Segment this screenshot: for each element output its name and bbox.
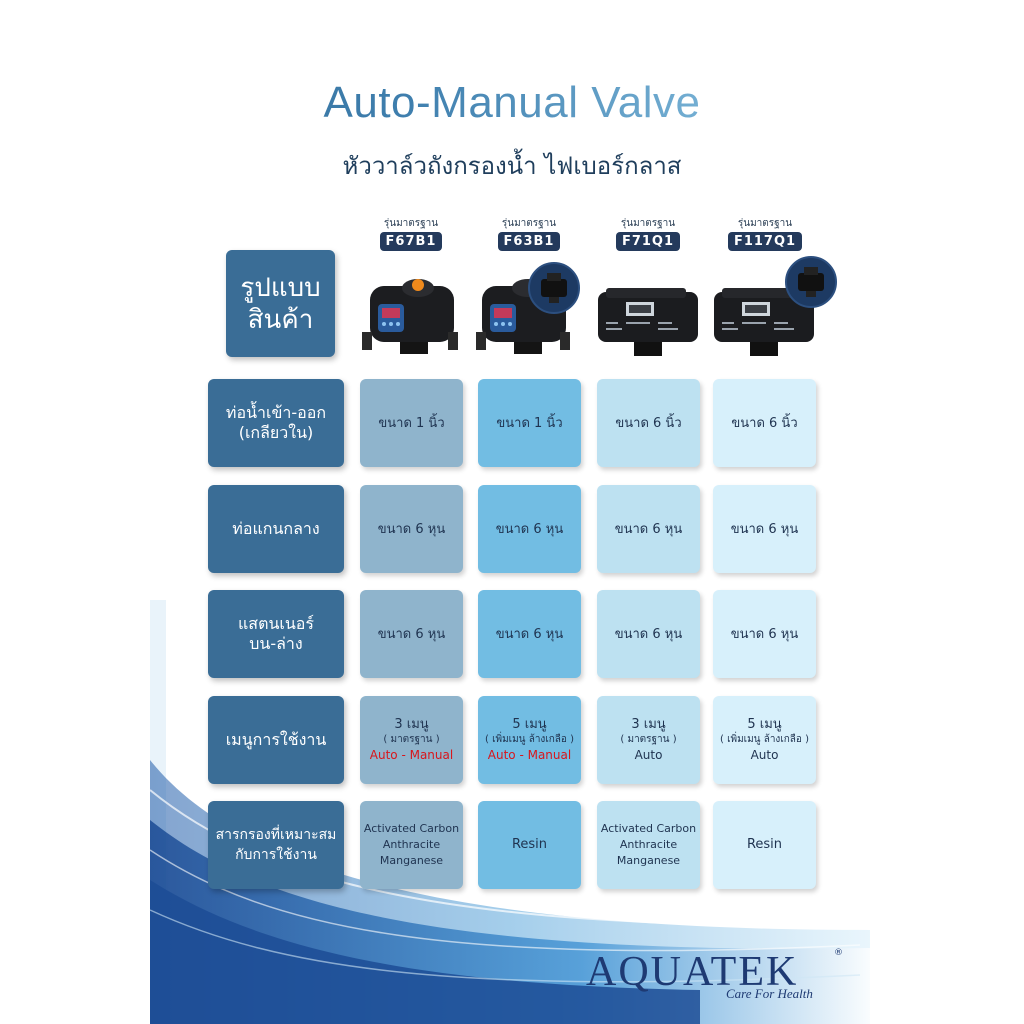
- table-cell: 5 เมนู ( เพิ่มเมนู ล้างเกลือ ) Auto: [713, 696, 816, 784]
- menu-count: 5 เมนู: [512, 717, 547, 732]
- row-label-center-pipe: ท่อแกนกลาง: [208, 485, 344, 573]
- table-cell: 3 เมนู ( มาตรฐาน ) Auto - Manual: [360, 696, 463, 784]
- brand-logo: AQUATEK: [586, 949, 799, 995]
- table-cell: ขนาด 6 หุน: [713, 590, 816, 678]
- table-cell: ขนาด 6 หุน: [478, 485, 581, 573]
- table-cell: Resin: [478, 801, 581, 889]
- valve-device-image: [598, 288, 698, 356]
- cell-value: ขนาด 6 หุน: [495, 521, 564, 537]
- cell-value: ขนาด 6 หุน: [377, 626, 446, 642]
- table-cell: ขนาด 6 หุน: [597, 485, 700, 573]
- cell-value: ขนาด 6 นิ้ว: [615, 415, 682, 431]
- menu-mode: Auto - Manual: [369, 748, 454, 762]
- model-standard-label: รุ่นมาตรฐาน: [383, 218, 439, 229]
- cell-value: ขนาด 6 หุน: [614, 521, 683, 537]
- media-item: Anthracite: [382, 838, 441, 851]
- model-code: F63B1: [497, 232, 561, 251]
- row-label-strainer: แสตนเนอร์ บน-ล่าง: [208, 590, 344, 678]
- row-label-filter-media: สารกรองที่เหมาะสม กับการใช้งาน: [208, 801, 344, 889]
- cell-value: ขนาด 6 หุน: [730, 521, 799, 537]
- brand-tagline: Care For Health: [726, 986, 813, 1001]
- table-cell: 3 เมนู ( มาตรฐาน ) Auto: [597, 696, 700, 784]
- valve-inset-image: [528, 262, 580, 314]
- media-item: Manganese: [379, 854, 444, 867]
- registered-mark: ®: [834, 948, 843, 958]
- menu-note: ( มาตรฐาน ): [620, 734, 677, 745]
- model-header-2: รุ่นมาตรฐาน F63B1: [477, 216, 581, 251]
- cell-value: ขนาด 6 หุน: [377, 521, 446, 537]
- table-cell: ขนาด 1 นิ้ว: [478, 379, 581, 467]
- menu-mode: Auto: [634, 748, 663, 762]
- valve-part-icon: [541, 273, 567, 303]
- model-code: F67B1: [379, 232, 443, 251]
- media-item: Resin: [511, 837, 548, 852]
- valve-device-image: [714, 288, 814, 356]
- cell-value: ขนาด 1 นิ้ว: [496, 415, 563, 431]
- model-standard-label: รุ่นมาตรฐาน: [620, 218, 676, 229]
- table-cell: ขนาด 6 หุน: [360, 590, 463, 678]
- model-header-1: รุ่นมาตรฐาน F67B1: [359, 216, 463, 251]
- menu-note: ( เพิ่มเมนู ล้างเกลือ ): [719, 734, 810, 745]
- model-header-4: รุ่นมาตรฐาน F117Q1: [713, 216, 817, 251]
- cell-value: ขนาด 6 หุน: [730, 626, 799, 642]
- model-header-3: รุ่นมาตรฐาน F71Q1: [596, 216, 700, 251]
- table-cell: ขนาด 6 หุน: [713, 485, 816, 573]
- table-cell: ขนาด 6 หุน: [478, 590, 581, 678]
- media-item: Activated Carbon: [363, 822, 460, 835]
- menu-note: ( มาตรฐาน ): [383, 734, 440, 745]
- cell-value: ขนาด 6 นิ้ว: [731, 415, 798, 431]
- cell-value: ขนาด 6 หุน: [495, 626, 564, 642]
- page-title: Auto-Manual Valve: [0, 78, 1024, 128]
- media-item: Anthracite: [619, 838, 678, 851]
- table-cell: ขนาด 6 นิ้ว: [713, 379, 816, 467]
- valve-device-image: [362, 279, 458, 354]
- table-cell: 5 เมนู ( เพิ่มเมนู ล้างเกลือ ) Auto - Ma…: [478, 696, 581, 784]
- menu-count: 5 เมนู: [747, 717, 782, 732]
- table-cell: ขนาด 6 นิ้ว: [597, 379, 700, 467]
- valve-inset-image: [785, 256, 837, 308]
- media-item: Manganese: [616, 854, 681, 867]
- table-cell: ขนาด 6 หุน: [597, 590, 700, 678]
- table-cell: Activated Carbon Anthracite Manganese: [360, 801, 463, 889]
- valve-part-icon: [798, 267, 824, 297]
- cell-value: ขนาด 1 นิ้ว: [378, 415, 445, 431]
- media-item: Resin: [746, 837, 783, 852]
- menu-note: ( เพิ่มเมนู ล้างเกลือ ): [484, 734, 575, 745]
- menu-count: 3 เมนู: [631, 717, 666, 732]
- row-label-inlet-outlet: ท่อน้ำเข้า-ออก (เกลียวใน): [208, 379, 344, 467]
- menu-mode: Auto: [750, 748, 779, 762]
- model-code: F71Q1: [615, 232, 681, 251]
- menu-mode: Auto - Manual: [487, 748, 572, 762]
- model-standard-label: รุ่นมาตรฐาน: [501, 218, 557, 229]
- row-label-menu: เมนูการใช้งาน: [208, 696, 344, 784]
- table-cell: Activated Carbon Anthracite Manganese: [597, 801, 700, 889]
- menu-count: 3 เมนู: [394, 717, 429, 732]
- page-subtitle: หัววาล์วถังกรองน้ำ ไฟเบอร์กลาส: [342, 152, 682, 180]
- product-type-label: รูปแบบ สินค้า: [226, 250, 335, 357]
- media-item: Activated Carbon: [600, 822, 697, 835]
- table-cell: ขนาด 6 หุน: [360, 485, 463, 573]
- table-cell: Resin: [713, 801, 816, 889]
- model-standard-label: รุ่นมาตรฐาน: [737, 218, 793, 229]
- model-code: F117Q1: [727, 232, 803, 251]
- cell-value: ขนาด 6 หุน: [614, 626, 683, 642]
- table-cell: ขนาด 1 นิ้ว: [360, 379, 463, 467]
